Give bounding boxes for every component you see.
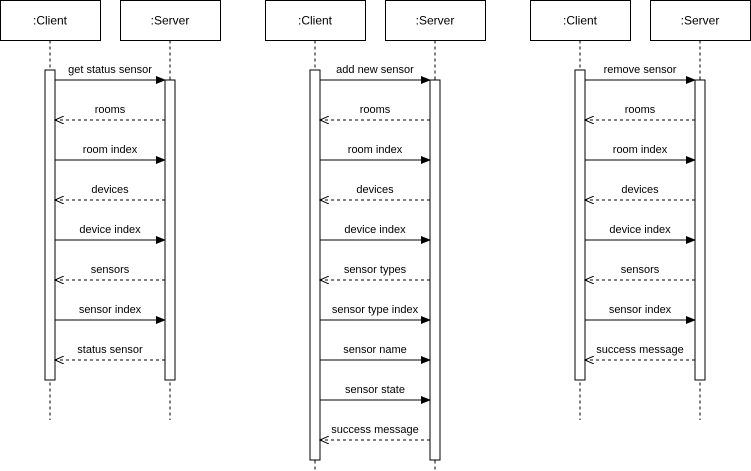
server-participant-label: :Server [681, 14, 720, 28]
server-activation-bar [429, 79, 441, 461]
message-label: rooms [360, 104, 391, 116]
server-participant-box [650, 0, 751, 41]
message-label: rooms [95, 104, 126, 116]
message-label: sensor index [79, 304, 142, 316]
message-label: remove sensor [604, 64, 677, 76]
message-label: device index [609, 224, 671, 236]
message-label: sensor type index [332, 304, 419, 316]
message-label: device index [79, 224, 141, 236]
message-label: success message [331, 424, 418, 436]
message-label: room index [613, 144, 668, 156]
client-activation-bar [574, 69, 586, 381]
client-participant-label: :Client [563, 14, 598, 28]
client-participant-label: :Client [33, 14, 68, 28]
message-label: devices [356, 184, 394, 196]
message-label: sensor index [609, 304, 672, 316]
client-participant-box [265, 0, 366, 41]
server-participant-label: :Server [416, 14, 455, 28]
server-activation-bar [164, 79, 176, 381]
client-activation-bar [44, 69, 56, 381]
message-label: get status sensor [68, 64, 152, 76]
server-activation-bar [694, 79, 706, 381]
message-label: room index [348, 144, 403, 156]
message-label: device index [344, 224, 406, 236]
server-participant-box [385, 0, 486, 41]
message-label: success message [596, 344, 683, 356]
server-participant-label: :Server [151, 14, 190, 28]
message-label: rooms [625, 104, 656, 116]
client-activation-bar [309, 69, 321, 461]
message-label: sensor name [343, 344, 407, 356]
message-label: add new sensor [336, 64, 414, 76]
message-label: sensor types [344, 264, 407, 276]
message-label: room index [83, 144, 138, 156]
client-participant-box [530, 0, 631, 41]
message-label: status sensor [77, 344, 143, 356]
message-label: sensors [91, 264, 130, 276]
server-participant-box [120, 0, 221, 41]
message-label: devices [621, 184, 659, 196]
message-label: sensors [621, 264, 660, 276]
client-participant-box [0, 0, 101, 41]
message-label: devices [91, 184, 129, 196]
message-label: sensor state [345, 384, 405, 396]
client-participant-label: :Client [298, 14, 333, 28]
